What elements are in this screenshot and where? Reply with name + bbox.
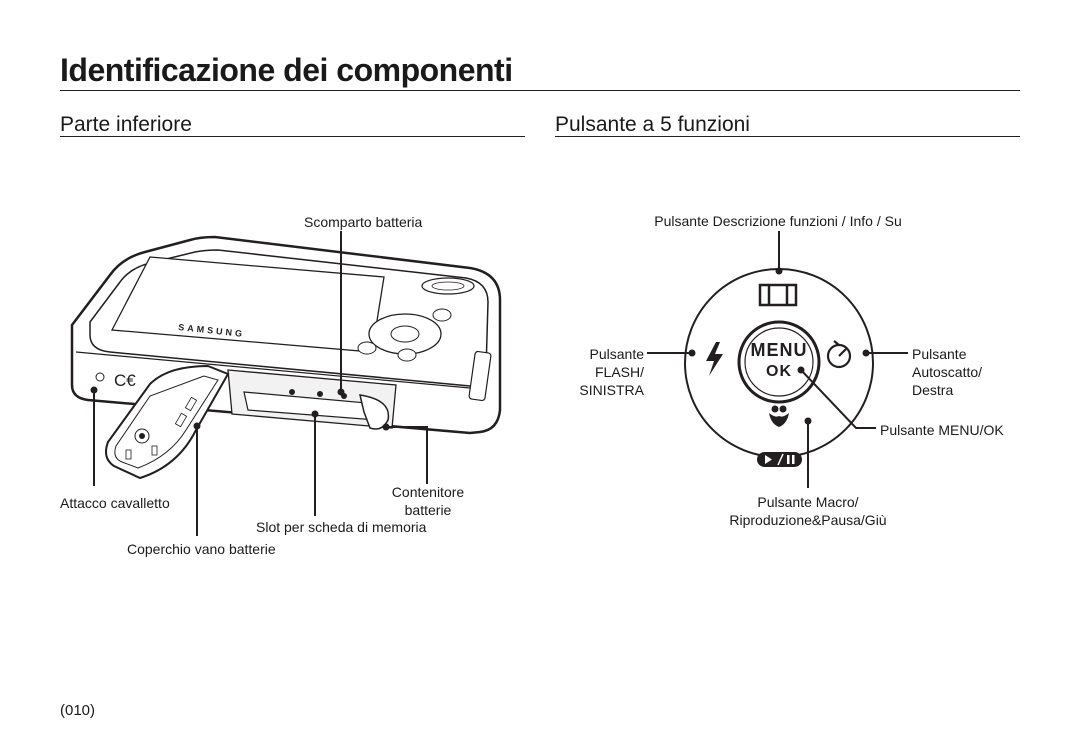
flash-icon	[706, 342, 723, 376]
section-divider-5way	[555, 136, 1020, 137]
self-timer-icon	[826, 340, 852, 369]
title-divider	[60, 90, 1020, 91]
label-battery-holder-line1: Contenitore	[391, 484, 465, 500]
label-card-slot: Slot per scheda di memoria	[256, 519, 427, 535]
label-macro-line1: Pulsante Macro/	[757, 494, 859, 510]
label-macro-line2: Riproduzione&Pausa/Giù	[729, 512, 887, 528]
label-menu-ok-button: Pulsante MENU/OK	[880, 422, 1004, 438]
five-way-button-illustration: MENU OK	[647, 231, 908, 488]
label-self-timer-line2: Autoscatto/	[912, 364, 983, 380]
page-title: Identificazione dei componenti	[60, 52, 513, 88]
zoom-button	[421, 277, 475, 295]
label-self-timer-button: Pulsante Autoscatto/ Destra	[912, 345, 982, 399]
label-flash-line3: SINISTRA	[579, 382, 644, 398]
macro-icon	[769, 405, 789, 427]
label-flash-line2: FLASH/	[594, 364, 644, 380]
menu-text: MENU	[751, 340, 808, 360]
label-self-timer-line3: Destra	[912, 382, 954, 398]
section-divider-bottom	[60, 136, 525, 137]
battery-holder-latch	[359, 394, 390, 430]
battery-cover-door	[105, 364, 230, 480]
page-number: (010)	[60, 702, 96, 719]
camera-bottom-illustration: SAMSUNG C€	[70, 231, 502, 536]
label-self-timer-line1: Pulsante	[912, 346, 967, 362]
display-icon	[758, 283, 798, 307]
section-title-bottom: Parte inferiore	[60, 113, 192, 136]
label-tripod-socket: Attacco cavalletto	[60, 495, 170, 511]
menu-ok-button	[737, 320, 821, 404]
label-up-button: Pulsante Descrizione funzioni / Info / S…	[654, 213, 902, 229]
play-pause-icon	[757, 452, 802, 467]
svg-text:C€: C€	[114, 371, 136, 390]
label-battery-holder-line2: batterie	[404, 502, 452, 518]
label-flash-button: Pulsante FLASH/ SINISTRA	[548, 345, 644, 399]
label-macro-button: Pulsante Macro/ Riproduzione&Pausa/Giù	[700, 493, 916, 529]
ok-text: OK	[766, 363, 792, 380]
label-battery-cover: Coperchio vano batterie	[127, 541, 276, 557]
label-battery-compartment: Scomparto batteria	[304, 214, 423, 230]
section-title-5way: Pulsante a 5 funzioni	[555, 113, 750, 136]
label-battery-holder: Contenitore batterie	[368, 483, 488, 519]
label-flash-line1: Pulsante	[589, 346, 644, 362]
